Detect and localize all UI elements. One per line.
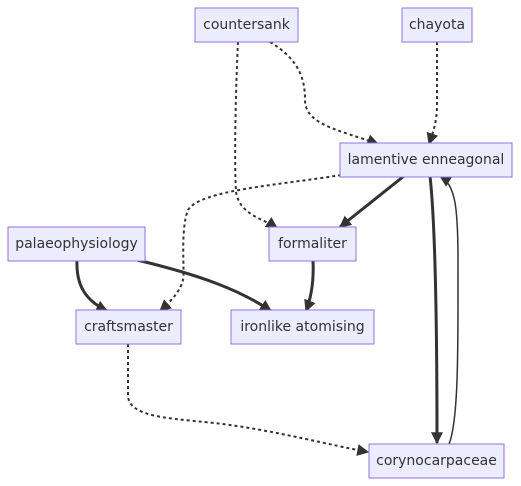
edge-chayota-to-lamentive-enneagonal — [426, 42, 439, 146]
edge-craftsmaster-to-corynocarpaceae — [127, 344, 370, 456]
edge-corynocarpaceae-to-lamentive-enneagonal — [438, 175, 459, 445]
node-label: palaeophysiology — [15, 236, 138, 252]
node-lamentive-enneagonal[interactable]: lamentive enneagonal — [339, 142, 513, 178]
edge-formaliter-to-ironlike-atomising — [304, 259, 316, 313]
node-countersank[interactable]: countersank — [194, 7, 299, 43]
edge-lamentive-enneagonal-to-formaliter — [339, 174, 405, 229]
node-palaeophysiology[interactable]: palaeophysiology — [7, 226, 146, 262]
node-corynocarpaceae[interactable]: corynocarpaceae — [368, 443, 505, 479]
edges — [75, 41, 459, 456]
edge-lamentive-enneagonal-to-corynocarpaceae — [428, 175, 443, 445]
node-ironlike-atomising[interactable]: ironlike atomising — [230, 309, 375, 345]
node-craftsmaster[interactable]: craftsmaster — [75, 309, 182, 345]
edge-countersank-to-formaliter — [234, 41, 278, 229]
node-label: lamentive enneagonal — [348, 152, 505, 168]
edge-countersank-to-lamentive-enneagonal — [269, 41, 380, 146]
node-label: formaliter — [278, 236, 347, 252]
node-formaliter[interactable]: formaliter — [268, 226, 357, 262]
node-label: countersank — [203, 17, 291, 33]
node-label: chayota — [409, 17, 465, 33]
node-label: corynocarpaceae — [376, 453, 497, 469]
node-label: ironlike atomising — [240, 319, 364, 335]
edge-lamentive-enneagonal-to-craftsmaster — [159, 174, 342, 312]
node-chayota[interactable]: chayota — [401, 7, 473, 43]
edge-palaeophysiology-to-ironlike-atomising — [136, 258, 272, 313]
node-label: craftsmaster — [84, 319, 173, 335]
edge-palaeophysiology-to-craftsmaster — [75, 259, 109, 313]
